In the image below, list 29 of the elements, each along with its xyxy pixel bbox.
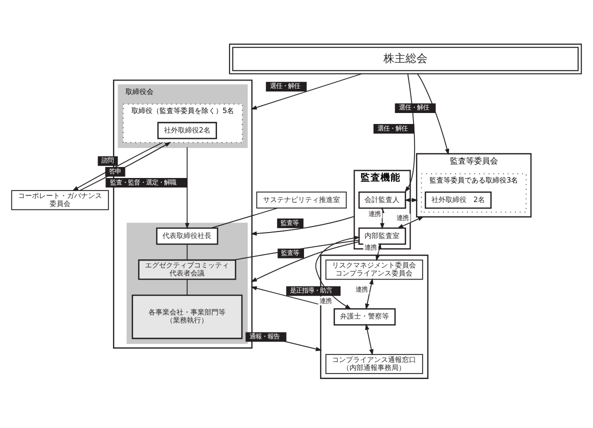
arrow	[185, 146, 190, 229]
connector	[186, 278, 188, 295]
node-box: 各事業会社・事業部門等（業務執行）	[132, 294, 243, 339]
node-box: 弁護士・警察等	[334, 308, 396, 325]
node-box: 社外取締役 2名	[424, 190, 492, 208]
arrow	[417, 72, 450, 155]
node-box: サステナビリティ推進室	[256, 191, 347, 208]
node-box: 代表取締役社長	[156, 226, 218, 244]
arrow	[72, 142, 163, 191]
arrow	[365, 323, 374, 355]
arrow	[250, 215, 355, 236]
arrow	[404, 197, 418, 202]
arrow	[404, 72, 416, 192]
arrow	[250, 240, 360, 282]
connector	[186, 243, 188, 260]
arrow	[315, 235, 360, 309]
node-box: エグゼクティブコミッティ代表者会議	[138, 258, 236, 280]
node-box: 社外取締役2名	[157, 121, 217, 139]
arrow	[250, 72, 362, 110]
node-box: コンプライアンス通報窓口（内部通報事務局）	[325, 353, 424, 374]
arrow	[79, 141, 172, 190]
node-box: リスクマネジメント委員会コンプライアンス委員会	[325, 259, 424, 280]
node-box: 会計監査人	[358, 190, 406, 208]
node-box: 内部監査室	[358, 226, 406, 244]
node-box: コーポレート・ガバナンス委員会	[11, 190, 109, 210]
arrow	[365, 278, 374, 310]
connector	[210, 207, 278, 228]
arrow	[397, 216, 424, 228]
node-box: 株主総会	[229, 43, 582, 74]
